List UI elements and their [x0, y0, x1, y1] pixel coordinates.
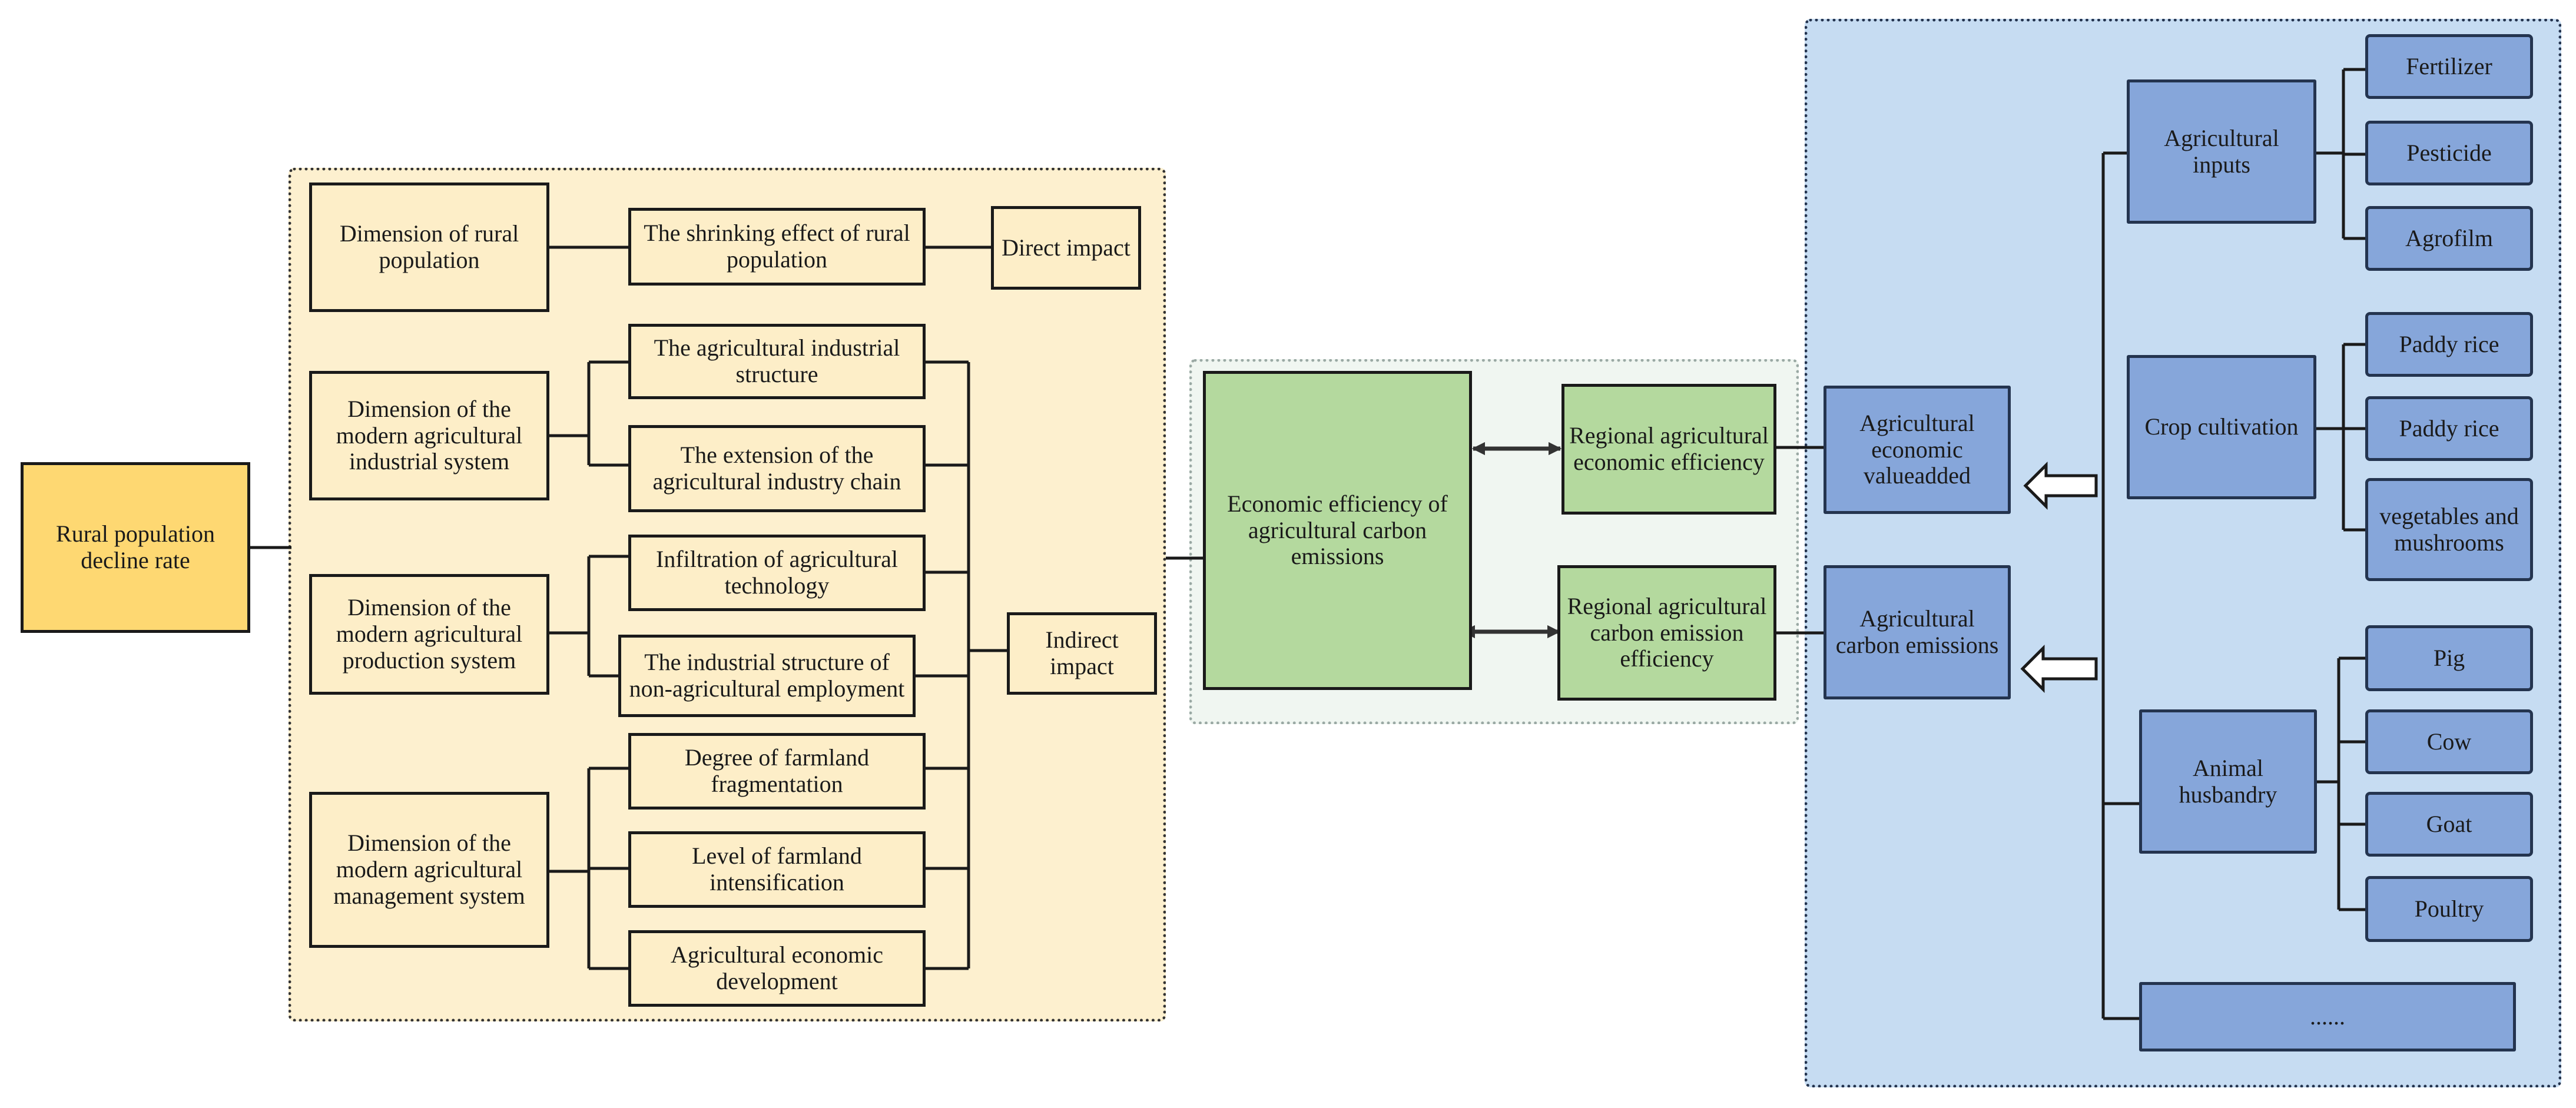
category-agricultural-inputs: Agricultural inputs	[2127, 79, 2316, 224]
core-efficiency-box: Economic efficiency of agricultural carb…	[1203, 371, 1472, 690]
item-paddy-rice-2: Paddy rice	[2365, 396, 2533, 461]
item-pesticide: Pesticide	[2365, 121, 2533, 185]
category-crop-cultivation: Crop cultivation	[2127, 355, 2316, 499]
effect-non-agri-employment: The industrial structure of non-agricult…	[618, 635, 916, 717]
item-vegetables-mushrooms: vegetables and mushrooms	[2365, 478, 2533, 581]
item-fertilizer: Fertilizer	[2365, 34, 2533, 99]
effect-shrinking: The shrinking effect of rural population	[628, 208, 926, 286]
category-more: ......	[2139, 982, 2516, 1051]
item-pig: Pig	[2365, 625, 2533, 691]
regional-economic-efficiency-box: Regional agricultural economic efficienc…	[1561, 384, 1776, 515]
item-agrofilm: Agrofilm	[2365, 206, 2533, 271]
category-animal-husbandry: Animal husbandry	[2139, 709, 2317, 854]
regional-carbon-efficiency-box: Regional agricultural carbon emission ef…	[1557, 565, 1776, 701]
item-paddy-rice-1: Paddy rice	[2365, 312, 2533, 377]
item-goat: Goat	[2365, 792, 2533, 857]
item-poultry: Poultry	[2365, 876, 2533, 942]
dim-industrial-system: Dimension of the modern agricultural ind…	[309, 371, 549, 500]
hollow-arrow-icon	[2023, 461, 2098, 510]
item-cow: Cow	[2365, 709, 2533, 774]
effect-industry-chain: The extension of the agricultural indust…	[628, 425, 926, 512]
economic-value-added-box: Agricultural economic valueadded	[1824, 386, 2011, 514]
hollow-arrow-icon	[2020, 644, 2098, 694]
dim-management-system: Dimension of the modern agricultural man…	[309, 792, 549, 948]
carbon-emissions-box: Agricultural carbon emissions	[1824, 565, 2011, 699]
rural-decline-rate-box: Rural population decline rate	[21, 462, 250, 633]
direct-impact-box: Direct impact	[991, 206, 1141, 290]
effect-technology: Infiltration of agricultural technology	[628, 535, 926, 611]
dim-rural-population: Dimension of rural population	[309, 183, 549, 312]
effect-fragmentation: Degree of farmland fragmentation	[628, 733, 926, 810]
effect-economic-development: Agricultural economic development	[628, 930, 926, 1007]
dim-production-system: Dimension of the modern agricultural pro…	[309, 574, 549, 695]
indirect-impact-box: Indirect impact	[1007, 612, 1157, 695]
effect-industrial-structure: The agricultural industrial structure	[628, 324, 926, 399]
effect-intensification: Level of farmland intensification	[628, 831, 926, 908]
